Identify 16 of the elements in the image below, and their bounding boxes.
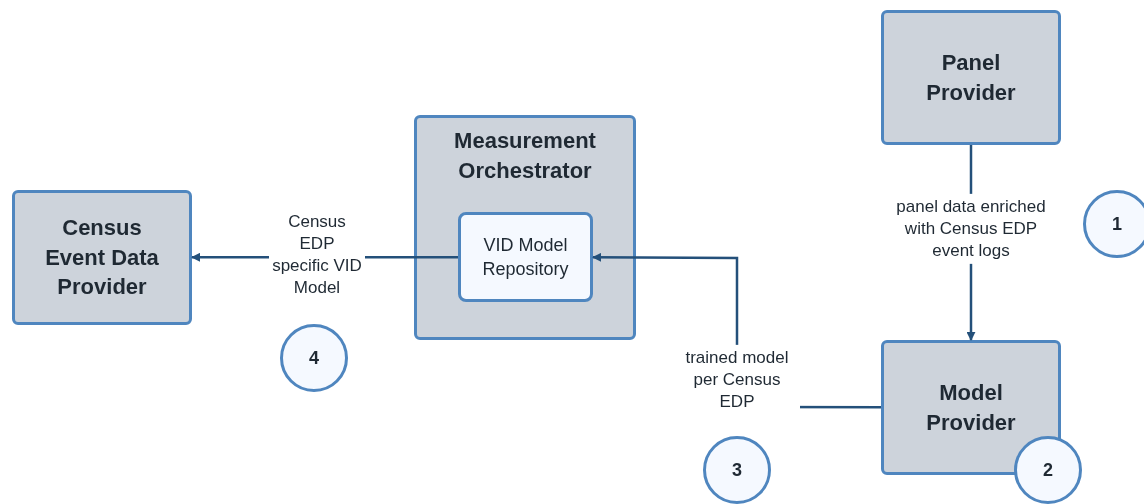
edge-label: panel data enriched with Census EDP event logs <box>894 193 1048 265</box>
step-number-circle <box>1083 190 1144 258</box>
group-box <box>414 115 636 340</box>
process-box <box>881 10 1061 145</box>
node-label: Measurement Orchestrator <box>453 127 597 185</box>
node-label: Panel Provider <box>925 48 1017 107</box>
step-number: 1 <box>1112 212 1122 236</box>
step-number: 2 <box>1043 458 1053 482</box>
step-number: 3 <box>732 458 742 482</box>
node-label: VID Model Repository <box>481 233 570 281</box>
process-box <box>12 190 192 325</box>
process-box <box>881 340 1061 475</box>
node-label: Census Event Data Provider <box>44 213 160 302</box>
process-box <box>458 212 593 302</box>
step-number: 4 <box>309 346 319 370</box>
node-label: Model Provider <box>925 378 1017 437</box>
